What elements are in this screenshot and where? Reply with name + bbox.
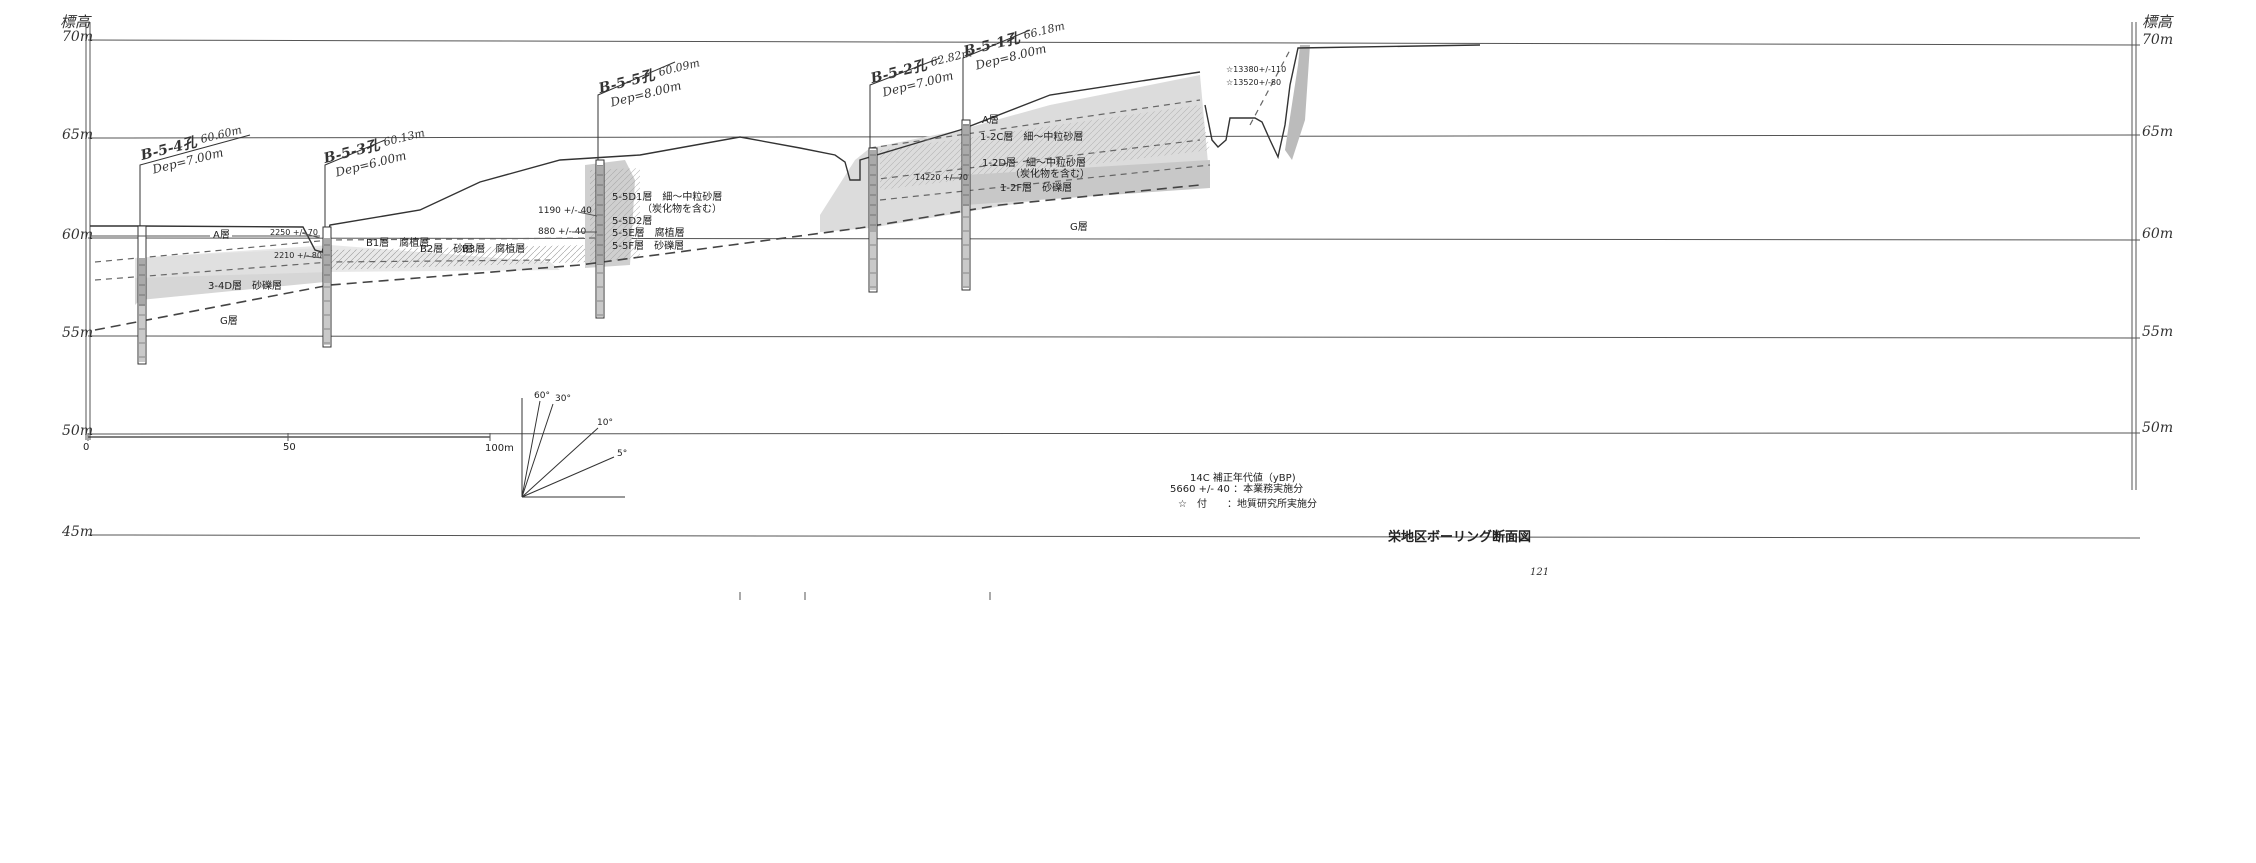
tick-70-left: 70m: [62, 29, 93, 45]
slope-label: 10°: [597, 418, 613, 428]
layer-label-a-left: A層: [213, 229, 230, 241]
scale-tick: 100m: [485, 443, 514, 454]
shaded-layers: [135, 45, 1310, 305]
layer-label-1-2d-note: （炭化物を含む）: [1010, 167, 1090, 180]
layer-label-5-5d1: 5-5D1層 細～中粒砂層: [612, 190, 722, 203]
layer-label-b2: B2層 砂層: [420, 242, 473, 255]
layer-label-1-2c: 1-2C層 細～中粒砂層: [980, 130, 1083, 143]
age-label: 880 +/- 40: [538, 227, 586, 237]
layer-labels: A層 B1層 腐植層 B2層 砂層 B3層 腐植層 3-4D層 砂礫層 G層 5…: [90, 114, 1090, 327]
ground-surface: [90, 71, 1201, 253]
ground-surface-right: [1204, 44, 1481, 160]
c14-age-labels: 2250 +/- 70 2210 +/- 80 1190 +/- 40 880 …: [270, 65, 1286, 260]
age-label-gsj: ☆13520+/-80: [1226, 78, 1281, 87]
slope-label: 30°: [555, 394, 571, 404]
axis-title-right: 標高: [2142, 13, 2174, 31]
slope-label: 60°: [534, 391, 550, 401]
legend-title: 14C 補正年代値（yBP): [1190, 471, 1296, 484]
layer-label-g-right: G層: [1070, 221, 1088, 233]
slope-label: 5°: [617, 449, 627, 459]
age-label: 14220 +/- 70: [915, 173, 968, 182]
layer-label-b3: B3層 腐植層: [462, 242, 525, 255]
tick-60-right: 60m: [2142, 226, 2173, 242]
layer-label-5-5d2: 5-5D2層: [612, 215, 652, 227]
borehole-core: [324, 238, 330, 283]
right-elevation-axis: 標高 70m 65m 60m 55m 50m: [2142, 13, 2174, 436]
layer-label-1-2d: 1-2D層 細～中粒砂層: [982, 156, 1086, 169]
layer-label-5-5e: 5-5E層 腐植層: [612, 226, 685, 239]
elevation-gridlines: [87, 39, 2141, 539]
layer-label-5-5d1-note: （炭化物を含む）: [642, 202, 722, 215]
layer-label-b1: B1層 腐植層: [366, 236, 429, 249]
scale-tick: 0: [83, 442, 89, 453]
tick-65-right: 65m: [2142, 124, 2173, 140]
borehole-core: [963, 124, 969, 206]
borehole-columns: [137, 119, 971, 365]
drawing-title: 栄地区ボーリング断面図: [1387, 529, 1531, 545]
borehole-core: [139, 306, 145, 362]
tick-70-right: 70m: [2142, 32, 2173, 48]
borehole-elevation: 60.09m: [657, 56, 701, 79]
legend-row-gsj: ☆ 付 ：地質研究所実施分: [1178, 497, 1317, 510]
age-label-gsj: ☆13380+/-110: [1226, 65, 1286, 74]
borehole-core: [870, 150, 876, 230]
borehole-core: [324, 283, 330, 345]
layer-label-5-5f: 5-5F層 砂礫層: [612, 239, 684, 252]
vertical-axes: [85, 22, 2137, 490]
left-elevation-axis: 標高 70m 65m 60m 55m 50m 45m: [60, 13, 93, 540]
legend: 14C 補正年代値（yBP) 5660 +/- 40 ：本業務実施分 ☆ 付 ：…: [1170, 471, 1317, 510]
borehole-core: [870, 230, 876, 290]
legend-row-survey: 5660 +/- 40 ：本業務実施分: [1170, 482, 1303, 495]
horizontal-scale-bar: 0 50 100m: [83, 433, 514, 454]
slope-angle-gauge: 60° 30° 10° 5°: [521, 391, 627, 498]
borehole-core: [597, 265, 603, 317]
age-label: 2250 +/- 70: [270, 228, 318, 237]
tick-65-left: 65m: [62, 127, 93, 143]
borehole-core: [597, 165, 603, 265]
tick-50-left: 50m: [62, 423, 93, 439]
borehole-elevation: 60.13m: [382, 126, 426, 149]
tick-55-left: 55m: [62, 325, 93, 341]
borehole-core: [139, 258, 145, 306]
scale-tick: 50: [283, 442, 296, 453]
tick-45-left: 45m: [61, 524, 93, 540]
tick-55-right: 55m: [2142, 324, 2173, 340]
layer-label-3-4d: 3-4D層 砂礫層: [208, 279, 282, 292]
tick-60-left: 60m: [62, 227, 93, 243]
layer-label-a-right: A層: [982, 114, 999, 126]
layer-label-1-2f: 1-2F層 砂礫層: [1000, 181, 1072, 194]
borehole-leaders: [139, 29, 1031, 227]
layer-label-g-left: G層: [220, 315, 238, 327]
page-number: 121: [1530, 567, 1549, 578]
scan-marks: [739, 592, 991, 600]
age-label: 1190 +/- 40: [538, 206, 592, 216]
borehole-core: [963, 206, 969, 288]
borehole-elevation: 66.18m: [1022, 19, 1066, 42]
axis-title-left: 標高: [60, 13, 92, 31]
age-label: 2210 +/- 80: [274, 251, 322, 260]
tick-50-right: 50m: [2142, 420, 2173, 436]
